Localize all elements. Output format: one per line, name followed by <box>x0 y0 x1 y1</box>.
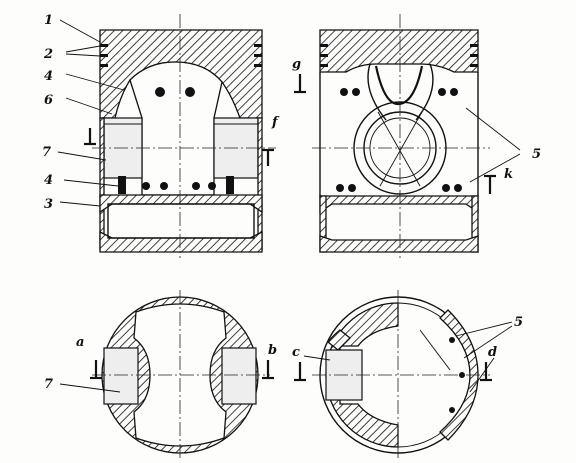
label-k: k <box>504 167 513 182</box>
plan-view-right <box>294 290 513 460</box>
label-c: c <box>292 345 300 360</box>
label-4-top: 4 <box>44 69 53 84</box>
label-2: 2 <box>43 47 53 62</box>
section-view-right <box>294 14 521 258</box>
oil-holes-right <box>336 88 462 192</box>
plan-view-left <box>90 290 274 460</box>
label-7-bottom: 7 <box>44 377 53 392</box>
label-4-bottom: 4 <box>44 173 53 188</box>
label-f: f <box>271 115 280 130</box>
ring-grooves-right <box>320 44 478 67</box>
label-3: 3 <box>44 197 53 212</box>
leader-lines <box>57 19 495 393</box>
label-7-top: 7 <box>42 145 51 160</box>
label-6: 6 <box>44 93 53 108</box>
label-g: g <box>292 57 301 72</box>
label-5-top: 5 <box>532 147 541 162</box>
label-b: b <box>268 343 277 358</box>
callout-labels: 1 2 4 6 7 4 3 f g 5 k a b 7 c d 5 <box>42 13 541 392</box>
label-1: 1 <box>44 13 53 28</box>
oil-holes-left <box>142 87 216 190</box>
label-5-bottom: 5 <box>514 315 523 330</box>
label-a: a <box>76 335 84 350</box>
section-view-left <box>84 14 276 258</box>
ring-grooves-left <box>100 44 262 67</box>
label-d: d <box>488 345 497 360</box>
